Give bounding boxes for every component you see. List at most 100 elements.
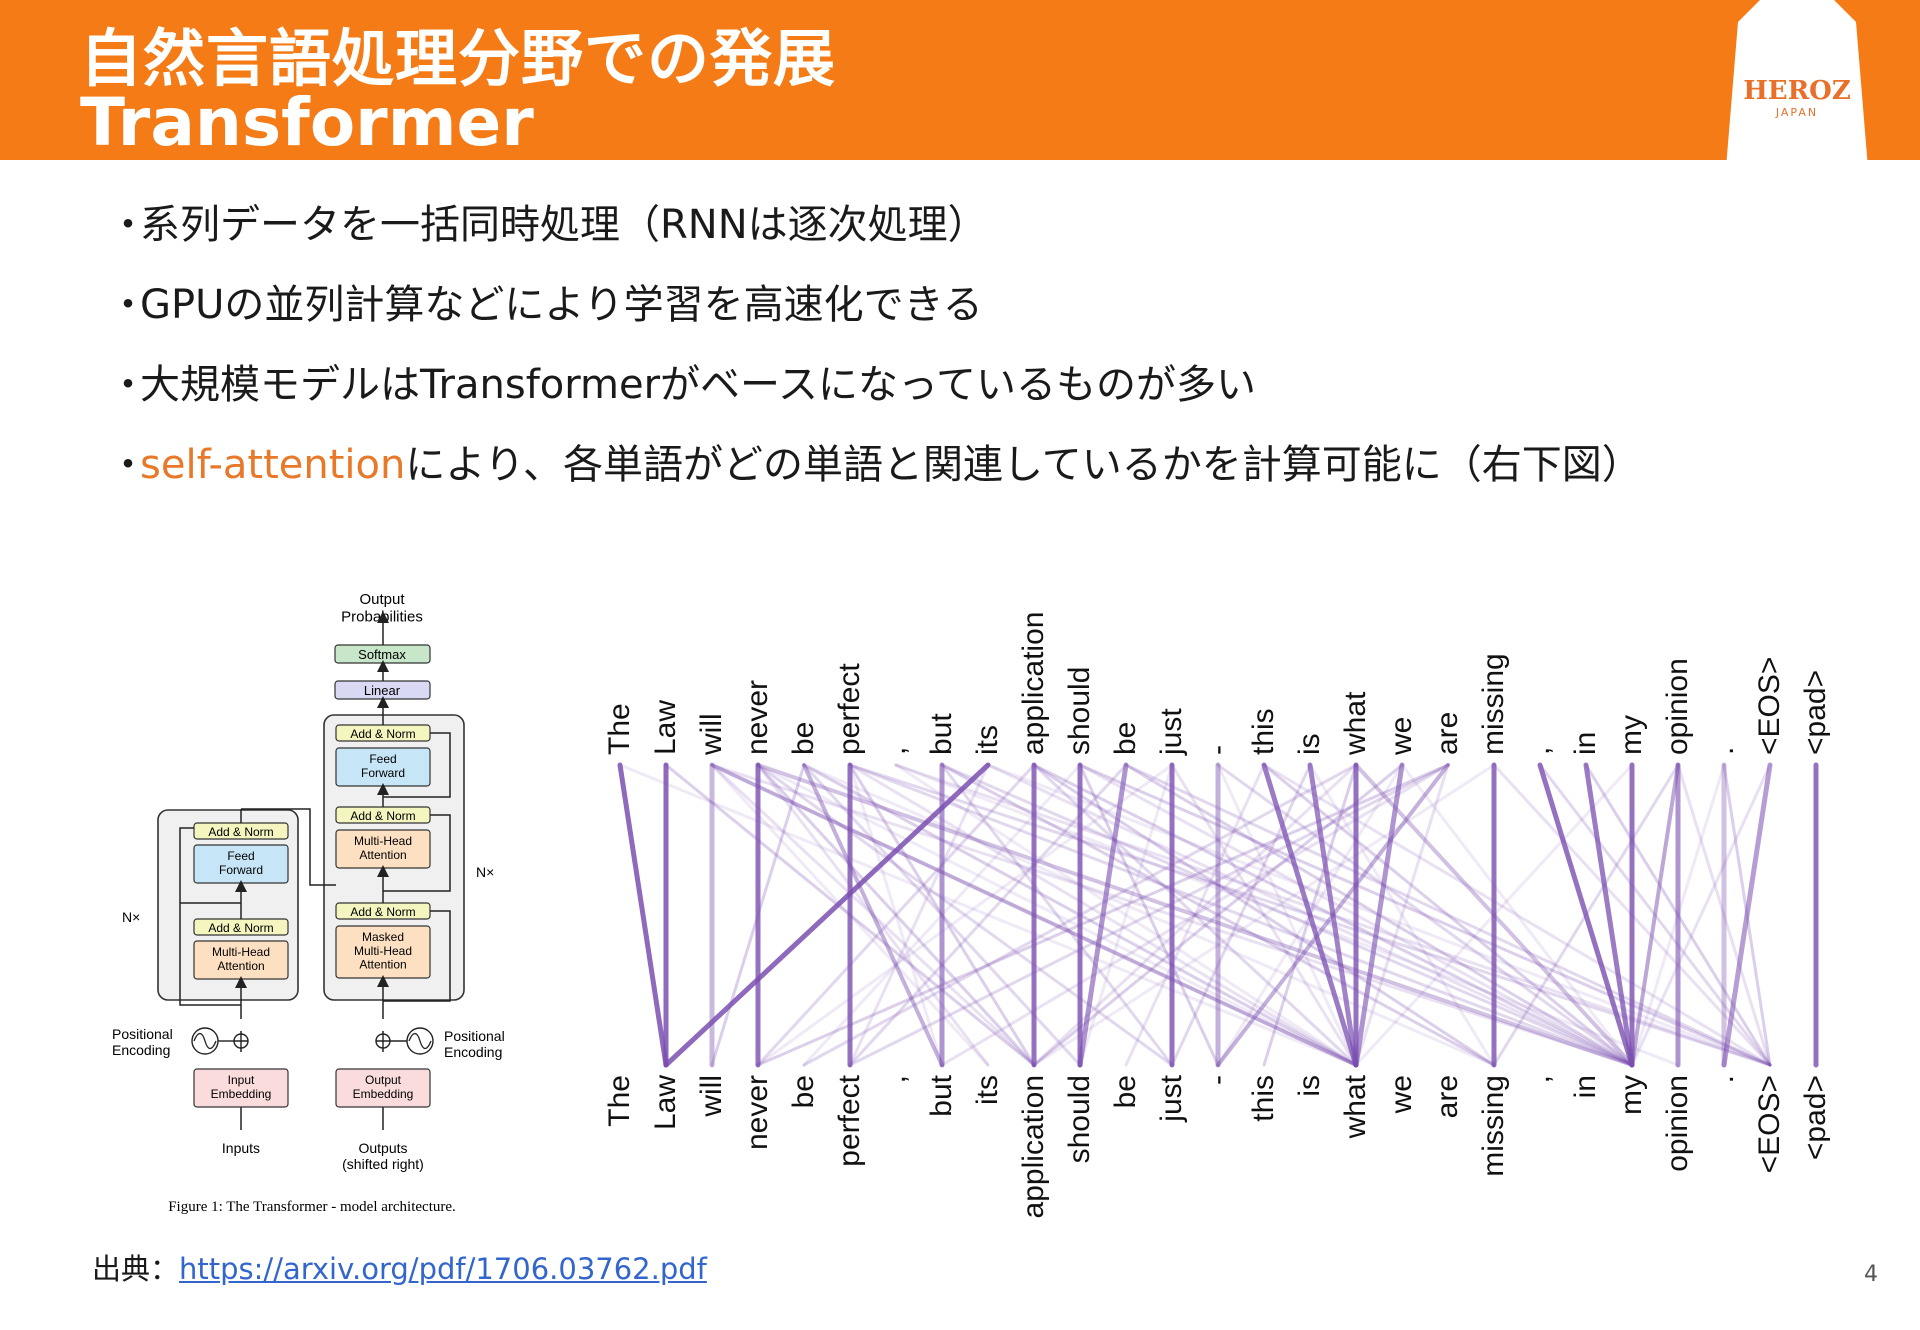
top-token: are — [1431, 712, 1464, 755]
top-token: is — [1293, 733, 1326, 755]
attention-line — [1630, 763, 1772, 1067]
top-token: should — [1063, 667, 1096, 755]
attention-line — [1354, 763, 1450, 1067]
top-token: <pad> — [1799, 670, 1830, 755]
attention-line — [848, 763, 990, 1067]
attention-line — [710, 763, 1358, 1067]
bottom-token: The — [603, 1075, 636, 1127]
bullet-text: により、各単語がどの単語と関連しているかを計算可能に（右下図） — [405, 442, 1642, 488]
top-token: be — [787, 722, 820, 755]
softmax-label: Softmax — [358, 647, 406, 662]
attention-line — [756, 763, 1036, 1067]
attention-line — [1308, 763, 1496, 1067]
source-link[interactable]: https://arxiv.org/pdf/1706.03762.pdf — [179, 1252, 707, 1286]
top-token: application — [1017, 612, 1050, 755]
figure-caption: Figure 1: The Transformer - model archit… — [168, 1199, 456, 1215]
attention-line — [618, 763, 1358, 1067]
attention-line — [1170, 763, 1312, 1067]
attention-line — [848, 763, 1450, 1067]
bottom-token: application — [1017, 1075, 1050, 1218]
add-norm-label: Add & Norm — [350, 905, 415, 919]
add-norm-label: Add & Norm — [208, 921, 273, 935]
attention-line — [1630, 763, 1680, 1067]
top-token: what — [1339, 691, 1372, 756]
bullet-2: ・GPUの並列計算などにより学習を高速化できる — [108, 272, 983, 330]
inputs-label: Inputs — [222, 1140, 260, 1156]
attention-line — [848, 763, 1634, 1067]
title-line2: Transformer — [80, 84, 534, 161]
bottom-token: we — [1385, 1075, 1418, 1114]
attention-line — [1537, 762, 1635, 1068]
top-token: my — [1615, 715, 1648, 755]
bottom-token: this — [1247, 1075, 1280, 1122]
bottom-token: perfect — [833, 1074, 866, 1166]
attention-line — [940, 763, 1450, 1067]
bottom-token: is — [1293, 1075, 1326, 1097]
logo-badge-icon — [1726, 0, 1868, 168]
title-line1: 自然言語処理分野での発展 — [80, 22, 837, 95]
attention-line — [1032, 763, 1358, 1067]
plus-icon — [376, 1034, 390, 1048]
page-number: 4 — [1864, 1262, 1878, 1287]
attention-line — [1032, 763, 1404, 1067]
top-token: - — [1201, 745, 1234, 755]
top-token: its — [971, 725, 1004, 755]
attention-line — [1307, 762, 1359, 1068]
attention-line — [1721, 762, 1773, 1068]
bottom-token: in — [1569, 1075, 1602, 1098]
bottom-token: , — [879, 1075, 912, 1083]
logo-text: HEROZ — [1743, 76, 1851, 106]
attention-line — [940, 763, 1634, 1067]
attention-line — [756, 763, 1174, 1067]
bottom-token: be — [1109, 1075, 1142, 1108]
bottom-token: opinion — [1661, 1075, 1694, 1172]
attention-line — [1676, 763, 1772, 1067]
bullet-3: ・大規模モデルはTransformerがベースになっているものが多い — [108, 352, 1256, 410]
attention-line — [756, 763, 1036, 1067]
logo-subtext: JAPAN — [1775, 106, 1819, 119]
top-token: we — [1385, 717, 1418, 756]
attention-line — [1262, 763, 1634, 1067]
attention-line — [756, 763, 1634, 1067]
bottom-token: are — [1431, 1075, 1464, 1118]
add-norm-label: Add & Norm — [208, 825, 273, 839]
bottom-token: missing — [1477, 1075, 1510, 1177]
attention-line — [1078, 763, 1220, 1067]
attention-line — [848, 763, 944, 1067]
attention-line — [940, 763, 1174, 1067]
top-token: The — [603, 703, 636, 755]
bottom-token: its — [971, 1075, 1004, 1105]
attention-line — [1078, 763, 1174, 1067]
bullet-marker: ・ — [108, 202, 148, 248]
bottom-token: should — [1063, 1075, 1096, 1163]
top-token: opinion — [1661, 658, 1694, 755]
source-label: 出典： — [92, 1252, 180, 1286]
attention-line — [1261, 762, 1359, 1068]
attention-line — [1583, 762, 1635, 1068]
attention-line — [894, 763, 1680, 1067]
attention-line — [1216, 763, 1358, 1067]
bottom-token: but — [925, 1074, 958, 1116]
bullet-highlight: self-attention — [140, 442, 406, 488]
top-token: just — [1155, 708, 1188, 756]
output-embedding-box — [335, 1068, 431, 1108]
top-token: this — [1247, 708, 1280, 755]
bottom-token: <pad> — [1799, 1075, 1830, 1160]
bottom-token: what — [1339, 1074, 1372, 1139]
bullet-text: 系列データを一括同時処理（RNNは逐次処理） — [140, 202, 988, 248]
input-embedding-box — [193, 1068, 289, 1108]
header-bar: 自然言語処理分野での発展 Transformer — [0, 0, 1920, 161]
attention-line — [802, 763, 1496, 1067]
top-token: missing — [1477, 653, 1510, 755]
